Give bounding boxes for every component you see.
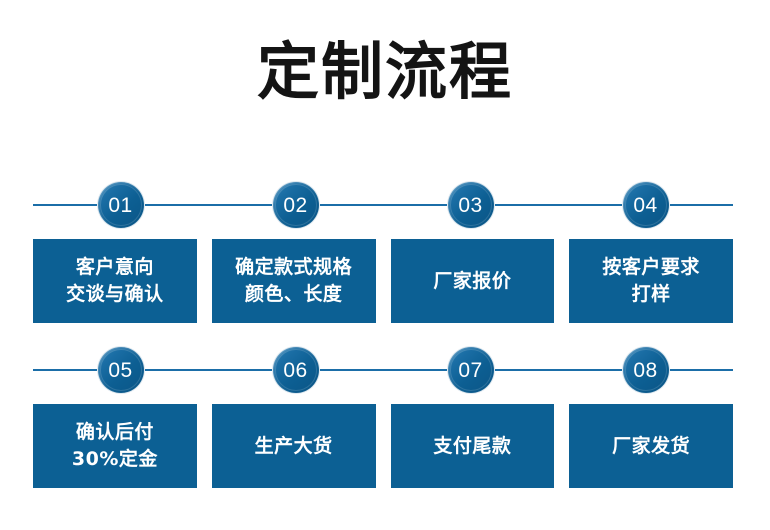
step-circle-cell-02: 02 bbox=[208, 182, 383, 228]
connector-line-row-2 bbox=[33, 369, 733, 371]
step-box-strip-row-1: 客户意向 交谈与确认 确定款式规格 颜色、长度 厂家报价 按客户要求 打样 bbox=[33, 239, 733, 323]
step-badge-04[interactable]: 04 bbox=[622, 182, 669, 228]
step-box-05[interactable]: 确认后付 30%定金 bbox=[33, 404, 197, 488]
step-box-04[interactable]: 按客户要求 打样 bbox=[569, 239, 733, 323]
step-box-06[interactable]: 生产大货 bbox=[211, 404, 376, 488]
page-title: 定制流程 bbox=[256, 35, 513, 108]
step-label-05: 确认后付 30%定金 bbox=[71, 421, 158, 470]
step-badge-07[interactable]: 07 bbox=[447, 347, 494, 393]
step-circle-cell-08: 08 bbox=[558, 347, 733, 393]
step-number-label-06: 06 bbox=[283, 358, 308, 382]
step-number-label-08: 08 bbox=[633, 358, 658, 382]
process-row-2: 05 06 07 08 确认后付 30%定金 bbox=[33, 347, 733, 488]
step-label-08: 厂家发货 bbox=[612, 434, 691, 457]
step-circle-cell-05: 05 bbox=[33, 347, 208, 393]
step-label-02: 确定款式规格 颜色、长度 bbox=[235, 256, 353, 305]
step-label-01: 客户意向 交谈与确认 bbox=[66, 256, 164, 305]
step-box-01[interactable]: 客户意向 交谈与确认 bbox=[33, 239, 197, 323]
step-number-label-02: 02 bbox=[283, 193, 308, 217]
step-badge-01[interactable]: 01 bbox=[97, 182, 144, 228]
step-label-03: 厂家报价 bbox=[433, 269, 512, 292]
connector-line-row-1 bbox=[33, 204, 733, 206]
step-badge-08[interactable]: 08 bbox=[622, 347, 669, 393]
step-circle-cell-07: 07 bbox=[383, 347, 558, 393]
step-number-strip-row-1: 01 02 03 04 bbox=[33, 182, 733, 228]
step-circle-cell-04: 04 bbox=[558, 182, 733, 228]
step-label-04: 按客户要求 打样 bbox=[602, 256, 700, 305]
step-number-strip-row-2: 05 06 07 08 bbox=[33, 347, 733, 393]
step-box-02[interactable]: 确定款式规格 颜色、长度 bbox=[211, 239, 376, 323]
step-label-07: 支付尾款 bbox=[433, 434, 512, 457]
step-badge-02[interactable]: 02 bbox=[272, 182, 319, 228]
step-box-strip-row-2: 确认后付 30%定金 生产大货 支付尾款 厂家发货 bbox=[33, 404, 733, 488]
step-badge-05[interactable]: 05 bbox=[97, 347, 144, 393]
step-circle-cell-06: 06 bbox=[208, 347, 383, 393]
process-row-1: 01 02 03 04 客户意向 交谈与确认 bbox=[33, 182, 733, 323]
step-label-06: 生产大货 bbox=[254, 434, 333, 457]
step-box-07[interactable]: 支付尾款 bbox=[390, 404, 555, 488]
step-badge-06[interactable]: 06 bbox=[272, 347, 319, 393]
step-number-label-03: 03 bbox=[458, 193, 483, 217]
step-box-03[interactable]: 厂家报价 bbox=[390, 239, 555, 323]
step-badge-03[interactable]: 03 bbox=[447, 182, 494, 228]
step-box-08[interactable]: 厂家发货 bbox=[569, 404, 733, 488]
step-circle-cell-01: 01 bbox=[33, 182, 208, 228]
step-number-label-01: 01 bbox=[108, 193, 133, 217]
step-number-label-05: 05 bbox=[108, 358, 133, 382]
step-circle-cell-03: 03 bbox=[383, 182, 558, 228]
step-number-label-07: 07 bbox=[458, 358, 483, 382]
step-number-label-04: 04 bbox=[633, 193, 658, 217]
